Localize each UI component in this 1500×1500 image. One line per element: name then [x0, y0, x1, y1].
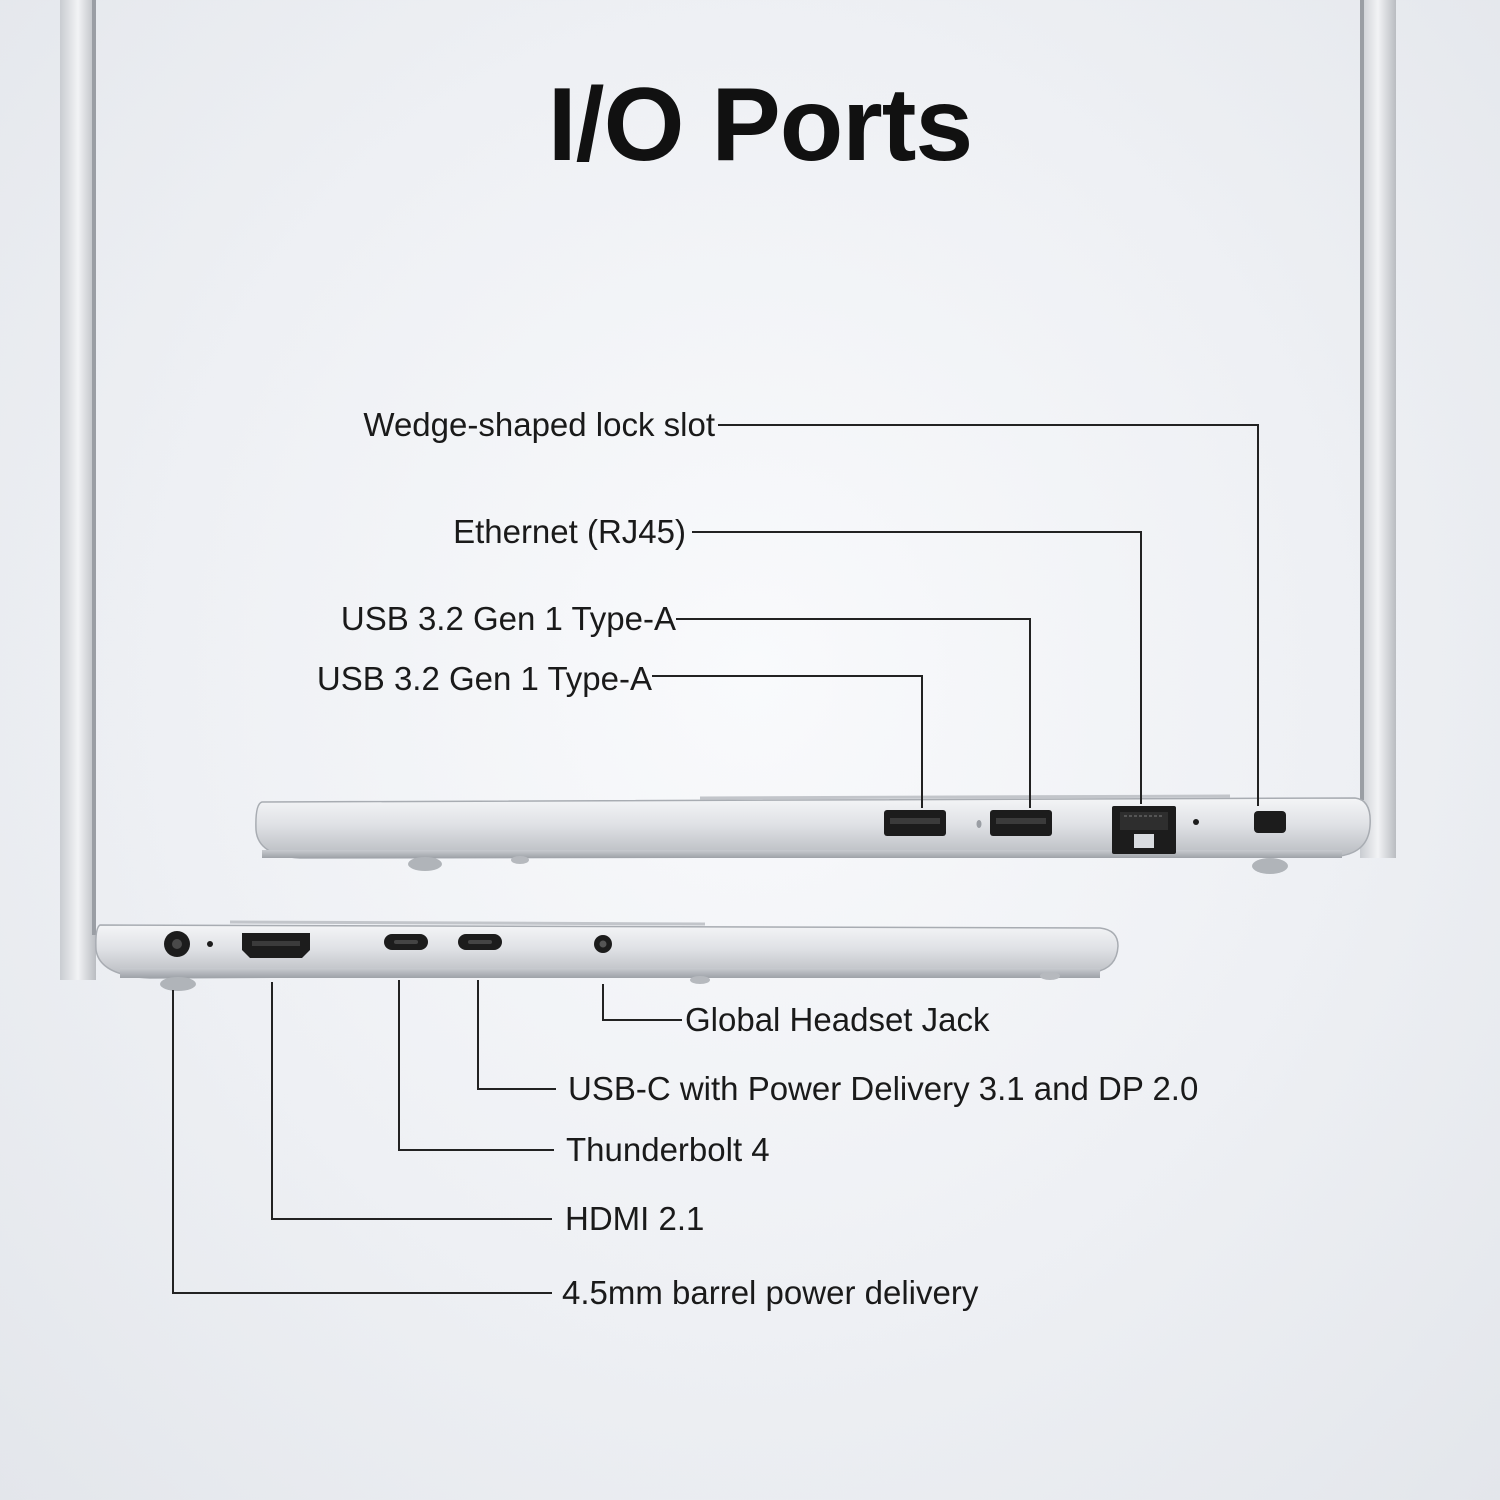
- label-usb-c-pd: USB-C with Power Delivery 3.1 and DP 2.0: [568, 1070, 1199, 1107]
- hdmi-port-icon: [242, 933, 310, 958]
- usb-a-port-icon: [884, 810, 946, 836]
- laptop-right-side: [255, 794, 1371, 874]
- page-title: I/O Ports: [547, 67, 973, 183]
- lock-slot-icon: [1254, 811, 1286, 833]
- right-lid-edge: [1360, 0, 1396, 858]
- barrel-power-port-icon: [164, 931, 190, 957]
- leader-lines-left: [172, 980, 682, 1294]
- usb-c-port-icon: [458, 934, 502, 950]
- usb-c-port-icon: [384, 934, 428, 950]
- label-barrel-power: 4.5mm barrel power delivery: [562, 1274, 979, 1311]
- usb-a-port-icon: [990, 810, 1052, 836]
- label-usb-a-upper: USB 3.2 Gen 1 Type-A: [340, 600, 676, 637]
- laptop-left-side: [95, 920, 1119, 991]
- left-lid-edge: [60, 0, 96, 980]
- label-ethernet: Ethernet (RJ45): [453, 513, 686, 550]
- leader-lines-right: [652, 424, 1259, 808]
- label-usb-a-lower: USB 3.2 Gen 1 Type-A: [316, 660, 652, 697]
- label-hdmi: HDMI 2.1: [565, 1200, 705, 1237]
- label-headset-jack: Global Headset Jack: [685, 1001, 990, 1038]
- label-lock-slot: Wedge-shaped lock slot: [363, 406, 715, 443]
- ethernet-port-icon: [1112, 806, 1176, 854]
- label-thunderbolt: Thunderbolt 4: [566, 1131, 770, 1168]
- headset-jack-icon: [594, 935, 612, 953]
